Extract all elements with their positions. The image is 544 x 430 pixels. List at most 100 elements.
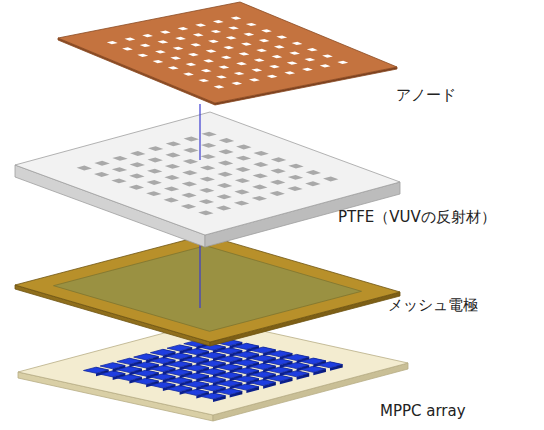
ptfe-hole — [147, 180, 162, 185]
mppc-chip — [150, 358, 175, 364]
anode-hole — [234, 72, 245, 75]
anode-hole — [107, 41, 118, 44]
anode-hole — [276, 36, 287, 39]
ptfe-hole — [129, 185, 144, 190]
anode-hole — [125, 38, 136, 41]
anode-hole — [188, 53, 199, 56]
ptfe-hole — [323, 177, 338, 182]
ptfe-hole — [218, 161, 233, 166]
anode-hole — [122, 47, 133, 50]
ptfe-hole — [199, 188, 214, 193]
mppc-chip — [201, 360, 226, 366]
ptfe-hole — [164, 175, 179, 180]
anode-hole — [243, 33, 254, 36]
ptfe-hole — [94, 172, 109, 177]
mppc-chip — [251, 380, 276, 386]
anode-hole — [284, 71, 295, 74]
ptfe-hole — [200, 177, 215, 182]
mppc-chip — [134, 354, 159, 360]
anode-hole — [206, 50, 217, 53]
anode-hole — [168, 66, 179, 69]
ptfe-hole — [216, 206, 231, 211]
anode-hole — [142, 34, 153, 37]
part-label: アノード — [396, 86, 456, 104]
mppc-chip — [201, 377, 226, 383]
mppc-chip — [234, 352, 259, 358]
mppc-chip — [167, 369, 192, 375]
mppc-chip — [234, 376, 259, 382]
ptfe-hole — [146, 191, 161, 196]
anode-hole — [337, 61, 348, 64]
anode-hole — [228, 26, 239, 29]
ptfe-hole — [270, 180, 285, 185]
ptfe-hole — [164, 186, 179, 191]
anode-hole — [272, 55, 283, 58]
anode-hole — [226, 36, 237, 39]
anode-hole — [157, 40, 168, 43]
ptfe-hole — [148, 146, 163, 151]
anode-hole — [289, 52, 300, 55]
ptfe-hole — [253, 173, 268, 178]
anode-hole — [223, 46, 234, 49]
mppc-chip — [134, 370, 159, 376]
mppc-chip — [234, 343, 259, 349]
ptfe-hole — [94, 161, 109, 166]
mppc-chip — [251, 363, 276, 369]
ptfe-hole — [183, 148, 198, 153]
anode-hole — [302, 68, 313, 71]
mppc-chip — [117, 358, 142, 364]
anode-hole — [287, 61, 298, 64]
anode-hole — [320, 64, 331, 67]
ptfe-hole — [288, 175, 303, 180]
ptfe-hole — [148, 158, 163, 163]
anode-hole — [208, 40, 219, 43]
mppc-chip — [117, 366, 142, 372]
mppc-chip — [150, 349, 175, 355]
mppc-chip — [184, 357, 209, 363]
ptfe-hole — [236, 145, 251, 150]
mppc-chip — [267, 375, 292, 381]
anode-hole — [178, 27, 189, 30]
ptfe-hole — [77, 166, 92, 171]
anode-hole — [254, 59, 265, 62]
anode-hole — [259, 39, 270, 42]
mppc-chip — [184, 373, 209, 379]
anode-hole — [261, 29, 272, 32]
mppc-chip — [150, 382, 175, 388]
ptfe-hole — [112, 167, 127, 172]
ptfe-hole — [253, 162, 268, 167]
mppc-chip — [150, 374, 175, 380]
ptfe-hole — [235, 178, 250, 183]
ptfe-hole — [271, 157, 286, 162]
ptfe-hole — [182, 170, 197, 175]
anode-hole — [256, 49, 267, 52]
ptfe-hole — [219, 138, 234, 143]
mppc-chip — [267, 367, 292, 373]
anode-hole — [304, 58, 315, 61]
anode-hole — [213, 20, 224, 23]
ptfe-hole — [184, 137, 199, 142]
wire — [199, 104, 200, 160]
mppc-chip — [167, 386, 192, 392]
anode-hole — [190, 43, 201, 46]
anode-hole — [170, 57, 181, 60]
mppc-chip — [251, 347, 276, 353]
anode-hole — [307, 48, 318, 51]
anode-hole — [203, 59, 214, 62]
mppc-chip — [84, 367, 109, 373]
anode-hole — [216, 75, 227, 78]
mppc-chip — [318, 362, 343, 368]
mppc-chip — [267, 351, 292, 357]
ptfe-hole — [200, 165, 215, 170]
mppc-chip — [284, 371, 309, 377]
anode-hole — [193, 33, 204, 36]
ptfe-hole — [217, 183, 232, 188]
anode-hole — [231, 82, 242, 85]
mppc-chip — [301, 358, 326, 364]
ptfe-hole — [217, 194, 232, 199]
wire — [199, 236, 200, 308]
ptfe-hole — [201, 143, 216, 148]
ptfe-hole — [218, 149, 233, 154]
ptfe-hole — [270, 169, 285, 174]
ptfe-hole — [236, 156, 251, 161]
